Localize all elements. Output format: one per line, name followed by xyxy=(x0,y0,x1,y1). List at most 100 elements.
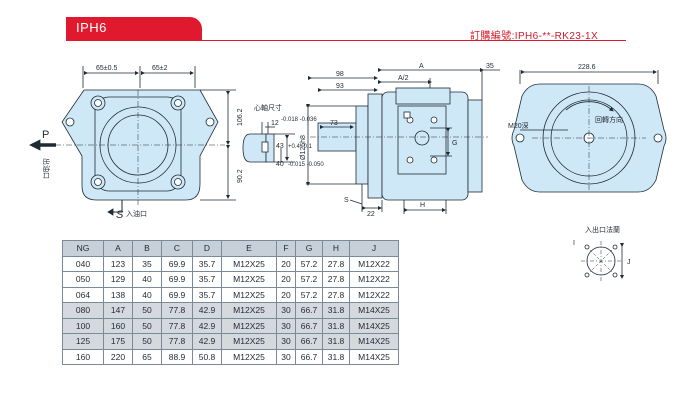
port-dim-i: I xyxy=(573,240,575,247)
cell: 30 xyxy=(276,348,296,365)
cell: 66.7 xyxy=(295,302,323,319)
col-c: C xyxy=(161,240,193,257)
cell: 50.8 xyxy=(192,348,222,365)
shaft-dim-12: 12 xyxy=(271,120,279,127)
side-dim-g: G xyxy=(452,140,457,147)
cell: 138 xyxy=(103,286,133,303)
cell: 31.8 xyxy=(322,333,350,350)
cell: 31.8 xyxy=(322,302,350,319)
cell: 40 xyxy=(132,286,162,303)
cell: M14X25 xyxy=(349,348,399,365)
header-rule xyxy=(66,40,626,41)
front-view xyxy=(29,66,236,216)
cell: M12X25 xyxy=(221,317,277,334)
cell: 77.8 xyxy=(161,302,193,319)
rotation-label: 回轉方向 xyxy=(595,115,623,124)
front-dim-right: 65±2 xyxy=(152,65,168,72)
col-f: F xyxy=(276,240,296,257)
cell: 69.9 xyxy=(161,255,193,272)
rear-dim-width: 228.6 xyxy=(578,64,596,71)
cell: M12X25 xyxy=(221,302,277,319)
col-h: H xyxy=(322,240,350,257)
cell: 220 xyxy=(103,348,133,365)
cell: 57.2 xyxy=(295,255,323,272)
cell: 50 xyxy=(132,333,162,350)
cell: 35 xyxy=(132,255,162,272)
shaft-dim-43-tol: +0.4 -0.1 xyxy=(288,144,313,150)
cell: 129 xyxy=(103,271,133,288)
cell: 57.2 xyxy=(295,271,323,288)
model-title: IPH6 xyxy=(76,20,107,35)
cell: 160 xyxy=(103,317,133,334)
cell: M12X22 xyxy=(349,255,399,272)
col-ng: NG xyxy=(62,240,104,257)
shaft-dim-43: 43 xyxy=(276,143,284,150)
cell: 42.9 xyxy=(192,333,222,350)
spec-header-row: NG A B C D E F G H J xyxy=(62,240,399,257)
col-g: G xyxy=(295,240,323,257)
port-flange-title: 入出口法蘭 xyxy=(585,225,620,234)
cell: 69.9 xyxy=(161,286,193,303)
order-code: 訂購編號:IPH6-**-RK23-1X xyxy=(470,31,599,42)
port-flange-detail xyxy=(581,241,624,281)
cell: 147 xyxy=(103,302,133,319)
side-view xyxy=(306,68,500,214)
cell: M12X22 xyxy=(349,271,399,288)
col-j: J xyxy=(349,240,399,257)
front-dim-upper: 106.2 xyxy=(237,108,244,126)
cell: 88.9 xyxy=(161,348,193,365)
port-s-label: S xyxy=(116,209,124,221)
cell: 30 xyxy=(276,317,296,334)
port-p-label: P xyxy=(42,129,49,141)
cell: 160 xyxy=(62,348,104,365)
cell: M14X25 xyxy=(349,333,399,350)
side-dim-a: A xyxy=(419,63,424,70)
side-dim-73: 73 xyxy=(330,120,338,127)
cell: M12X25 xyxy=(221,333,277,350)
cell: 50 xyxy=(132,317,162,334)
inlet-label: 入油口 xyxy=(126,209,147,218)
cell: 27.8 xyxy=(322,255,350,272)
cell: 125 xyxy=(62,333,104,350)
cell: 30 xyxy=(276,333,296,350)
cell: 66.7 xyxy=(295,333,323,350)
side-dim-98: 98 xyxy=(336,71,344,78)
cell: 100 xyxy=(62,317,104,334)
shaft-title: 心軸尺寸 xyxy=(254,103,282,112)
cell: 30 xyxy=(276,302,296,319)
shaft-detail xyxy=(242,122,295,163)
bolt-label: M20深 xyxy=(508,121,529,130)
cell: M12X25 xyxy=(221,255,277,272)
port-dim-j: J xyxy=(627,259,631,266)
model-tab: IPH6 xyxy=(66,17,202,41)
cell: 35.7 xyxy=(192,286,222,303)
cell: M12X25 xyxy=(221,286,277,303)
cell: 40 xyxy=(132,271,162,288)
side-dim-22: 22 xyxy=(367,211,375,218)
front-dim-left: 65±0.5 xyxy=(96,65,117,72)
shaft-dim-40: 40 xyxy=(276,161,284,168)
cell: 31.8 xyxy=(322,348,350,365)
cell: 27.8 xyxy=(322,286,350,303)
cell: M14X25 xyxy=(349,302,399,319)
cell: 040 xyxy=(62,255,104,272)
cell: 31.8 xyxy=(322,317,350,334)
cell: 50 xyxy=(132,302,162,319)
cell: 123 xyxy=(103,255,133,272)
cell: 064 xyxy=(62,286,104,303)
cell: M12X25 xyxy=(221,271,277,288)
cell: M14X25 xyxy=(349,317,399,334)
side-dim-shaft: Ø125h8 xyxy=(300,135,307,160)
side-dim-a2: A/2 xyxy=(398,75,409,82)
side-dim-93: 93 xyxy=(336,83,344,90)
cell: M12X22 xyxy=(349,286,399,303)
side-dim-s: S xyxy=(344,197,349,204)
cell: 20 xyxy=(276,286,296,303)
cell: 27.8 xyxy=(322,271,350,288)
